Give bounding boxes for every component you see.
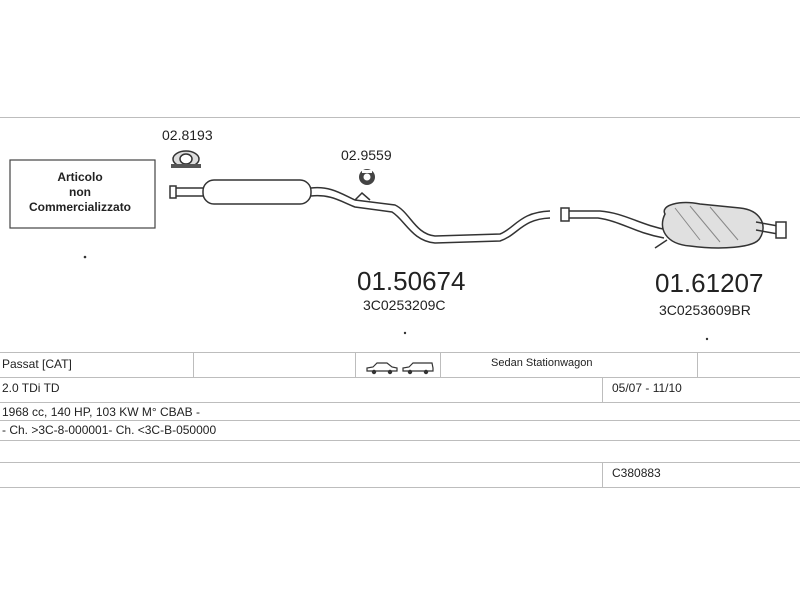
divider-5 — [602, 377, 603, 402]
chassis-range: - Ch. >3C-8-000001- Ch. <3C-B-050000 — [2, 423, 217, 437]
divider-4 — [697, 352, 698, 377]
not-sold-line3: Commercializzato — [29, 200, 131, 214]
table-row-spec — [0, 402, 800, 403]
clamp-code[interactable]: 02.8193 — [162, 127, 213, 143]
divider-2 — [355, 352, 356, 377]
divider-6 — [602, 462, 603, 487]
dot-marker-middle — [403, 331, 407, 335]
engine: 2.0 TDi TD — [2, 381, 60, 395]
rear-part-code[interactable]: 01.61207 — [655, 268, 763, 298]
middle-silencer-pipe[interactable] — [169, 179, 551, 244]
table-row-engine — [0, 377, 800, 378]
middle-part-code[interactable]: 01.50674 — [357, 266, 465, 296]
model-name: Passat [CAT] — [2, 357, 72, 371]
dot-marker-rear — [705, 337, 709, 341]
divider-3 — [440, 352, 441, 377]
dot-marker — [83, 255, 87, 259]
stationwagon-car-icon — [402, 362, 434, 375]
middle-part-oem: 3C0253209C — [363, 297, 446, 313]
not-sold-line2: non — [69, 185, 91, 199]
table-bottom-rule — [0, 487, 800, 488]
sedan-car-icon — [366, 362, 398, 375]
table-row-chassis — [0, 420, 800, 421]
top-rule — [0, 117, 800, 118]
rear-silencer-pipe[interactable] — [560, 201, 787, 249]
rear-part-oem: 3C0253609BR — [659, 302, 751, 318]
table-row-empty — [0, 440, 800, 441]
table-row-model — [0, 352, 800, 353]
rubber-hanger-icon — [359, 169, 375, 185]
hanger-code[interactable]: 02.9559 — [341, 147, 392, 163]
catalog-number: C380883 — [612, 466, 661, 480]
divider-1 — [193, 352, 194, 377]
engine-spec: 1968 cc, 140 HP, 103 KW M° CBAB - — [2, 405, 200, 419]
body-types: Sedan Stationwagon — [491, 357, 593, 369]
table-row-catalog — [0, 462, 800, 463]
clamp-ring-icon — [171, 150, 201, 168]
production-period: 05/07 - 11/10 — [612, 381, 682, 395]
not-sold-line1: Articolo — [57, 170, 102, 184]
not-sold-box — [9, 159, 156, 229]
